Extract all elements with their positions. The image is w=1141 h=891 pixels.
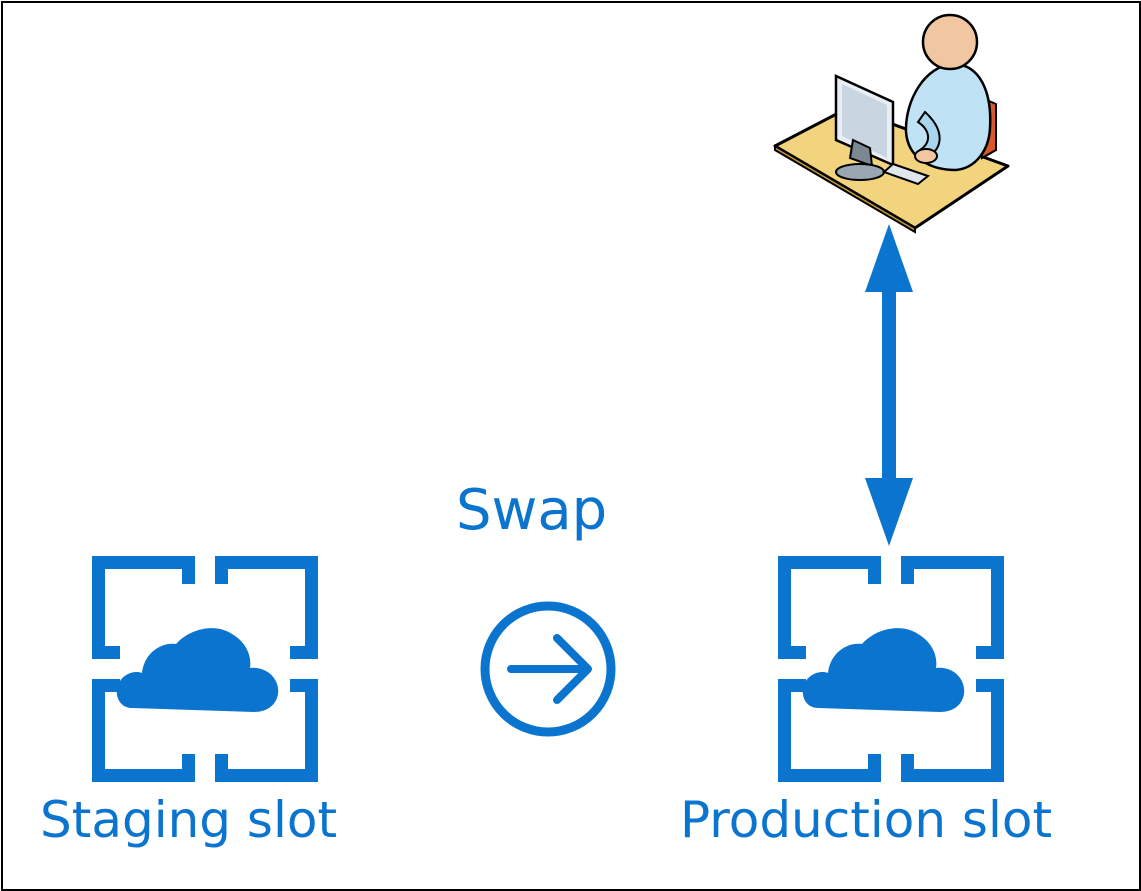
- user-at-computer-icon: [773, 13, 1010, 234]
- swap-label: Swap: [456, 478, 608, 543]
- staging-slot-label: Staging slot: [40, 791, 338, 849]
- staging-slot-icon: [92, 556, 318, 782]
- production-slot-label: Production slot: [680, 791, 1053, 849]
- bidirectional-arrow-icon: [865, 224, 913, 546]
- swap-arrow-circle-icon: [480, 601, 616, 737]
- production-slot-icon: [778, 556, 1004, 782]
